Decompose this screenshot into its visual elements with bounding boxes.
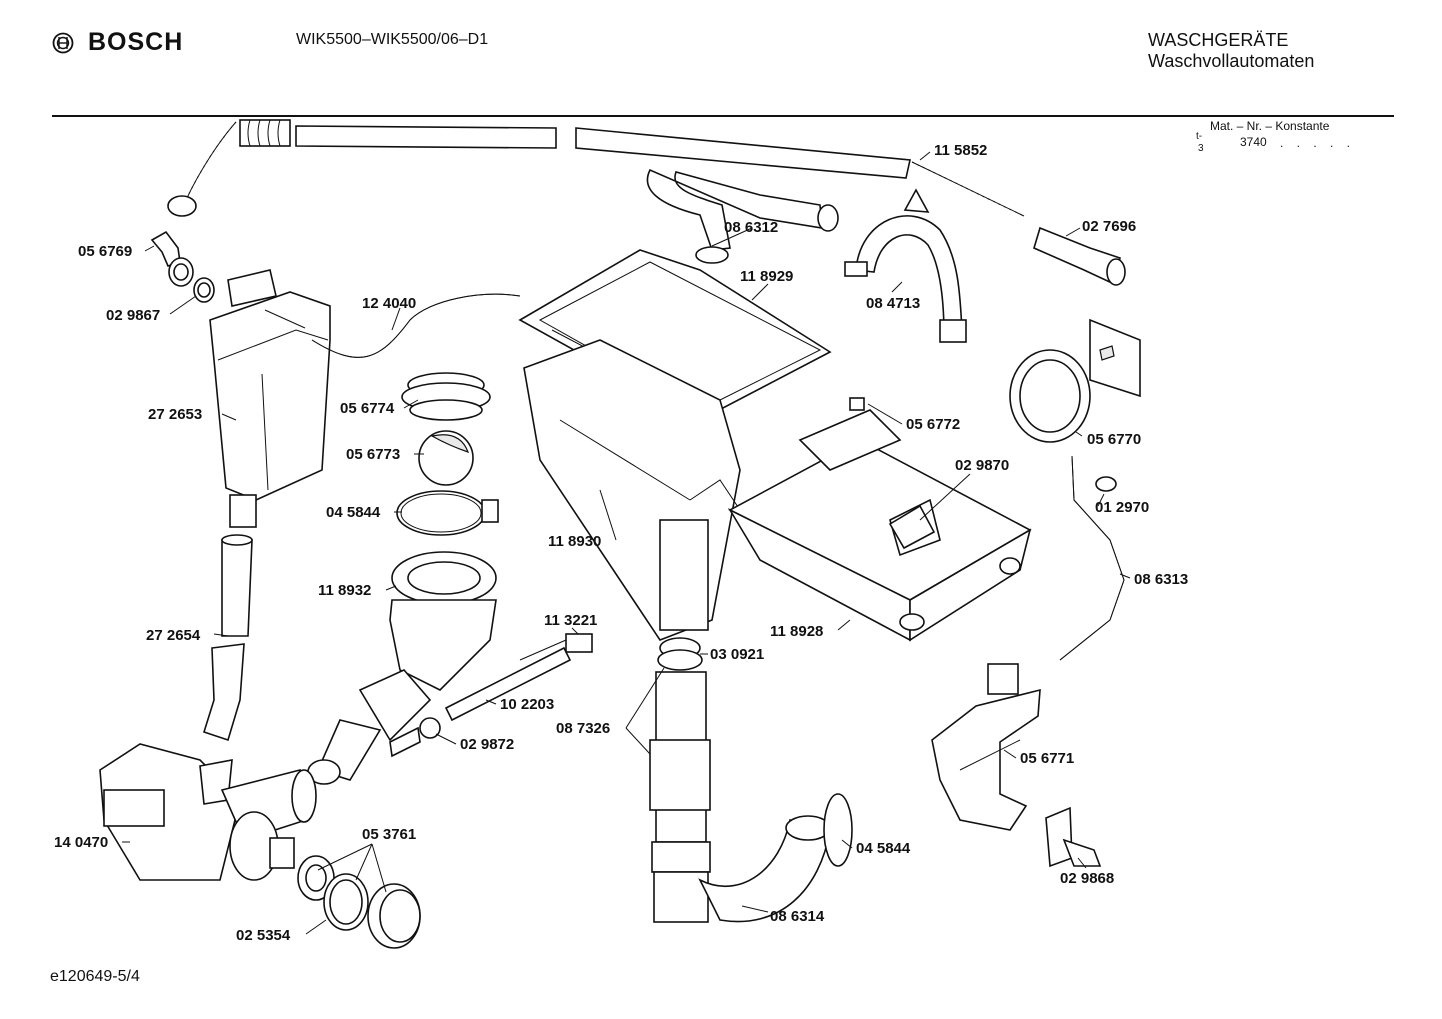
part-label: 02 9868 bbox=[1060, 870, 1114, 887]
brand-name: BOSCH bbox=[88, 28, 184, 56]
category-subtitle: Waschvollautomaten bbox=[1148, 51, 1315, 71]
part-label: 11 8929 bbox=[740, 268, 793, 285]
side-mark: t- bbox=[1196, 131, 1203, 142]
part-label: 05 6770 bbox=[1087, 431, 1141, 448]
document-code: e120649-5/4 bbox=[50, 968, 140, 985]
pump-seals-drawing bbox=[297, 855, 421, 949]
part-label: 02 9870 bbox=[955, 457, 1009, 474]
part-label: 11 8932 bbox=[318, 582, 371, 599]
part-label: 05 6771 bbox=[1020, 750, 1074, 767]
drain-hose-drawing bbox=[167, 119, 1025, 217]
mat-nr-dots: . . . . . bbox=[1280, 136, 1356, 150]
part-label: 05 6769 bbox=[78, 243, 132, 260]
rod-and-fittings-drawing bbox=[389, 633, 593, 758]
drain-pipe-drawing bbox=[649, 637, 711, 923]
part-label: 08 7326 bbox=[556, 720, 610, 737]
part-label: 11 5852 bbox=[934, 142, 987, 159]
part-label: 11 8928 bbox=[770, 623, 823, 640]
part-label: 14 0470 bbox=[54, 834, 108, 851]
part-label: 11 8930 bbox=[548, 533, 601, 550]
part-label: 27 2654 bbox=[146, 627, 201, 644]
part-label: 12 4040 bbox=[362, 295, 416, 312]
part-label: 10 2203 bbox=[500, 696, 554, 713]
reservoir-drawing bbox=[209, 269, 331, 528]
pressure-switch-drawing bbox=[931, 663, 1041, 831]
mat-nr-label: Mat. – Nr. – Konstante bbox=[1210, 119, 1330, 133]
connecting-hose-drawing bbox=[203, 534, 253, 742]
part-label: 01 2970 bbox=[1095, 499, 1149, 516]
part-label: 02 7696 bbox=[1082, 218, 1136, 235]
bosch-logo-icon bbox=[52, 32, 74, 53]
part-label: 05 6774 bbox=[340, 400, 395, 417]
hose-bracket-drawing bbox=[844, 188, 967, 343]
seal-ball-drawing bbox=[396, 372, 499, 536]
part-labels: 11 5852 08 6312 02 7696 05 6769 02 9867 … bbox=[54, 142, 1188, 944]
part-label: 05 6772 bbox=[906, 416, 960, 433]
left-small-parts bbox=[150, 230, 215, 303]
program-selector-drawing bbox=[1009, 318, 1141, 443]
part-label: 02 9867 bbox=[106, 307, 160, 324]
part-label: 02 5354 bbox=[236, 927, 291, 944]
part-label: 03 0921 bbox=[710, 646, 764, 663]
category-title: WASCHGERÄTE bbox=[1148, 30, 1289, 50]
funnel-bellows-drawing bbox=[307, 551, 497, 785]
hose-connector-drawing bbox=[1033, 226, 1126, 286]
part-label: 08 6313 bbox=[1134, 571, 1188, 588]
dispenser-housing-drawing bbox=[523, 339, 761, 641]
part-label: 04 5844 bbox=[326, 504, 381, 521]
drain-pump-drawing bbox=[99, 743, 317, 881]
valve-part-drawing bbox=[1045, 806, 1102, 868]
bent-hose-drawing bbox=[646, 168, 839, 264]
side-mark: 3 bbox=[1198, 143, 1204, 154]
nut-drawing bbox=[1095, 476, 1117, 492]
part-label: 02 9872 bbox=[460, 736, 514, 753]
elbow-hose-drawing bbox=[698, 793, 853, 923]
part-label: 27 2653 bbox=[148, 406, 202, 423]
part-label: 11 3221 bbox=[544, 612, 597, 629]
detergent-drawer-drawing bbox=[727, 397, 1032, 642]
drawer-insert-drawing bbox=[888, 504, 936, 550]
brand-header: BOSCH bbox=[52, 28, 183, 57]
part-label: 05 3761 bbox=[362, 826, 416, 843]
header-divider bbox=[52, 115, 1394, 117]
part-label: 08 4713 bbox=[866, 295, 920, 312]
leader-lines bbox=[122, 151, 1131, 935]
part-label: 05 6773 bbox=[346, 446, 400, 463]
part-label: 04 5844 bbox=[856, 840, 911, 857]
mat-nr-value: 3740 bbox=[1240, 135, 1267, 149]
part-label: 08 6314 bbox=[770, 908, 825, 925]
model-number: WIK5500–WIK5500/06–D1 bbox=[296, 31, 489, 48]
part-label: 08 6312 bbox=[724, 219, 778, 236]
